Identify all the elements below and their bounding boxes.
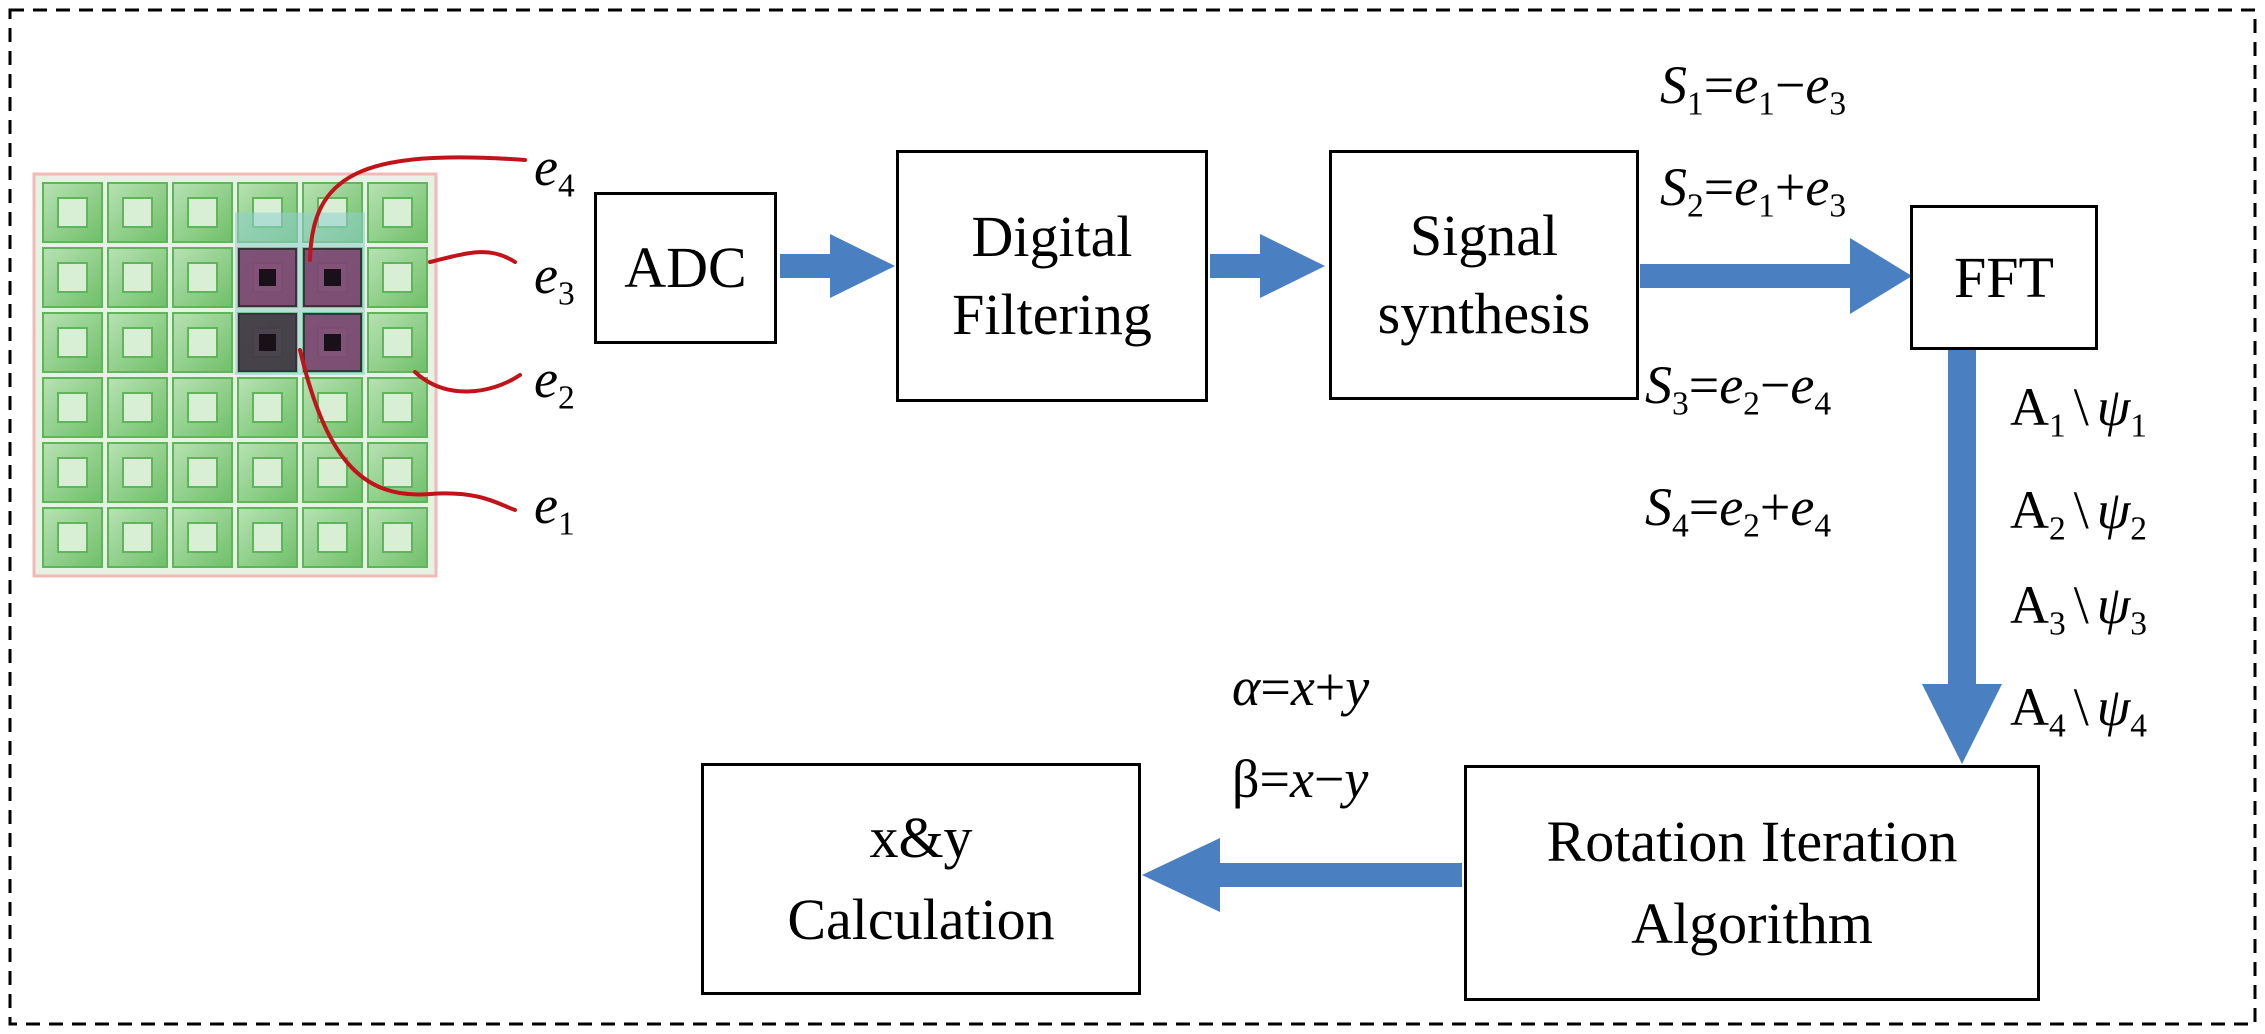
grid-cell-center <box>382 327 413 358</box>
grid-cell-center <box>382 522 413 553</box>
xy-calculation-label-line1: x&y <box>869 805 973 871</box>
grid-cell-center <box>187 197 218 228</box>
fft-label: FFT <box>1954 244 2054 310</box>
xy-calculation-label-line2: Calculation <box>787 887 1055 952</box>
electrode-e1-pad-center <box>259 334 276 351</box>
grid-cell-center <box>252 457 283 488</box>
grid-cell-center <box>187 457 218 488</box>
arrow-adc-to-filter <box>780 234 895 298</box>
fft-output-3: A3\ψ3 <box>2010 575 2148 643</box>
arrow-synth-to-fft <box>1640 238 1912 314</box>
fft-block: FFT <box>1910 205 2098 350</box>
adc-label: ADC <box>624 235 747 301</box>
digital-filtering-label-line1: Digital <box>971 204 1133 270</box>
transform-beta: β=x−y <box>1232 749 1369 809</box>
label-e4: e4 <box>534 137 575 205</box>
rotation-iteration-block: Rotation Iteration Algorithm <box>1464 765 2040 1001</box>
wires <box>298 155 527 512</box>
signal-synthesis-block: Signal synthesis <box>1329 150 1639 400</box>
electrode-e2-pad-center <box>324 334 341 351</box>
fft-output-1: A1\ψ1 <box>2010 377 2148 445</box>
electrode-grid <box>32 172 438 578</box>
digital-filtering-block: Digital Filtering <box>896 150 1208 402</box>
transform-alpha: α=x+y <box>1232 657 1370 717</box>
grid-cell-center <box>382 197 413 228</box>
fft-output-2: A2\ψ2 <box>2010 480 2148 548</box>
arrow-filter-to-synth <box>1210 234 1325 298</box>
label-e1: e1 <box>534 475 575 543</box>
wire-e2 <box>413 370 522 394</box>
grid-cell-center <box>57 262 88 293</box>
arrow-fft-to-rotation <box>1922 350 2002 764</box>
grid-cell-center <box>382 457 413 488</box>
grid-cell-center <box>57 522 88 553</box>
signal-synthesis-label-line2: synthesis <box>1377 281 1591 346</box>
grid-cell-center <box>57 457 88 488</box>
grid-cell-center <box>122 522 153 553</box>
rotation-iteration-label-line2: Algorithm <box>1631 891 1873 956</box>
wire-e1 <box>298 348 517 512</box>
equation-s4: S4=e2+e4 <box>1645 477 1832 545</box>
grid-cell-center <box>187 262 218 293</box>
grid-cell-center <box>57 392 88 423</box>
grid-cell-center <box>252 522 283 553</box>
grid-cell-center <box>122 457 153 488</box>
grid-cell-center <box>187 522 218 553</box>
grid-cell-center <box>382 392 413 423</box>
electrode-e4-pad-center <box>259 269 276 286</box>
grid-cell-center <box>57 197 88 228</box>
grid-cell-center <box>187 327 218 358</box>
equation-s2: S2=e1+e3 <box>1660 157 1847 225</box>
grid-cell-center <box>57 327 88 358</box>
grid-cell-center <box>187 392 218 423</box>
grid-cell-center <box>122 197 153 228</box>
xy-calculation-block: x&y Calculation <box>701 763 1141 995</box>
grid-cell-center <box>122 327 153 358</box>
fft-output-4: A4\ψ4 <box>2010 677 2148 745</box>
grid-cell <box>237 377 298 438</box>
label-e3: e3 <box>534 245 575 313</box>
wire-e3 <box>428 250 517 264</box>
signal-synthesis-label-line1: Signal <box>1409 203 1559 269</box>
electrode-e3-pad <box>303 248 362 307</box>
grid-cell-center <box>382 262 413 293</box>
equation-s1: S1=e1−e3 <box>1660 55 1847 123</box>
grid-cell-center <box>122 392 153 423</box>
arrow-rotation-to-xy <box>1142 838 1462 912</box>
grid-cell <box>367 247 428 308</box>
electrode-e3-pad-center <box>324 269 341 286</box>
wire-e4 <box>308 155 527 262</box>
grid-cell-center <box>122 262 153 293</box>
grid-cell-center <box>317 457 348 488</box>
grid-cell <box>172 247 233 308</box>
flow-arrows <box>780 234 2002 912</box>
rotation-iteration-label-line1: Rotation Iteration <box>1546 809 1958 875</box>
grid-cell-center <box>317 522 348 553</box>
label-e2: e2 <box>534 349 575 417</box>
equation-s3: S3=e2−e4 <box>1645 355 1832 423</box>
grid-cell-center <box>252 392 283 423</box>
adc-block: ADC <box>594 192 777 344</box>
dashed-border <box>8 8 2257 1026</box>
digital-filtering-label-line2: Filtering <box>952 282 1152 347</box>
